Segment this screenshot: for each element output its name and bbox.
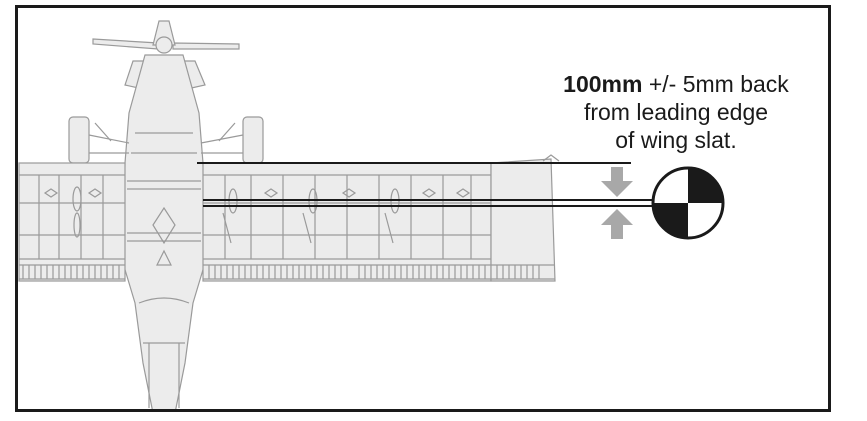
callout-line-1: 100mm +/- 5mm back (546, 70, 806, 98)
fuselage (122, 54, 206, 409)
arrow-down-icon (601, 167, 633, 197)
cg-callout-text: 100mm +/- 5mm back from leading edge of … (546, 70, 806, 154)
measurement-lines (197, 162, 653, 207)
cg-target-icon (651, 166, 725, 240)
engine-mounts (68, 116, 264, 164)
callout-line-2: from leading edge (583, 99, 769, 125)
diagram-frame: 100mm +/- 5mm back from leading edge of … (15, 5, 831, 412)
left-wing (18, 162, 126, 282)
callout-line-3: of wing slat. (615, 127, 737, 153)
measurement-value: 100mm (563, 71, 643, 97)
airplane-cg-diagram (18, 20, 725, 409)
right-wing (202, 154, 560, 282)
tolerance-text: +/- 5mm back (648, 71, 789, 97)
arrow-up-icon (601, 209, 633, 239)
